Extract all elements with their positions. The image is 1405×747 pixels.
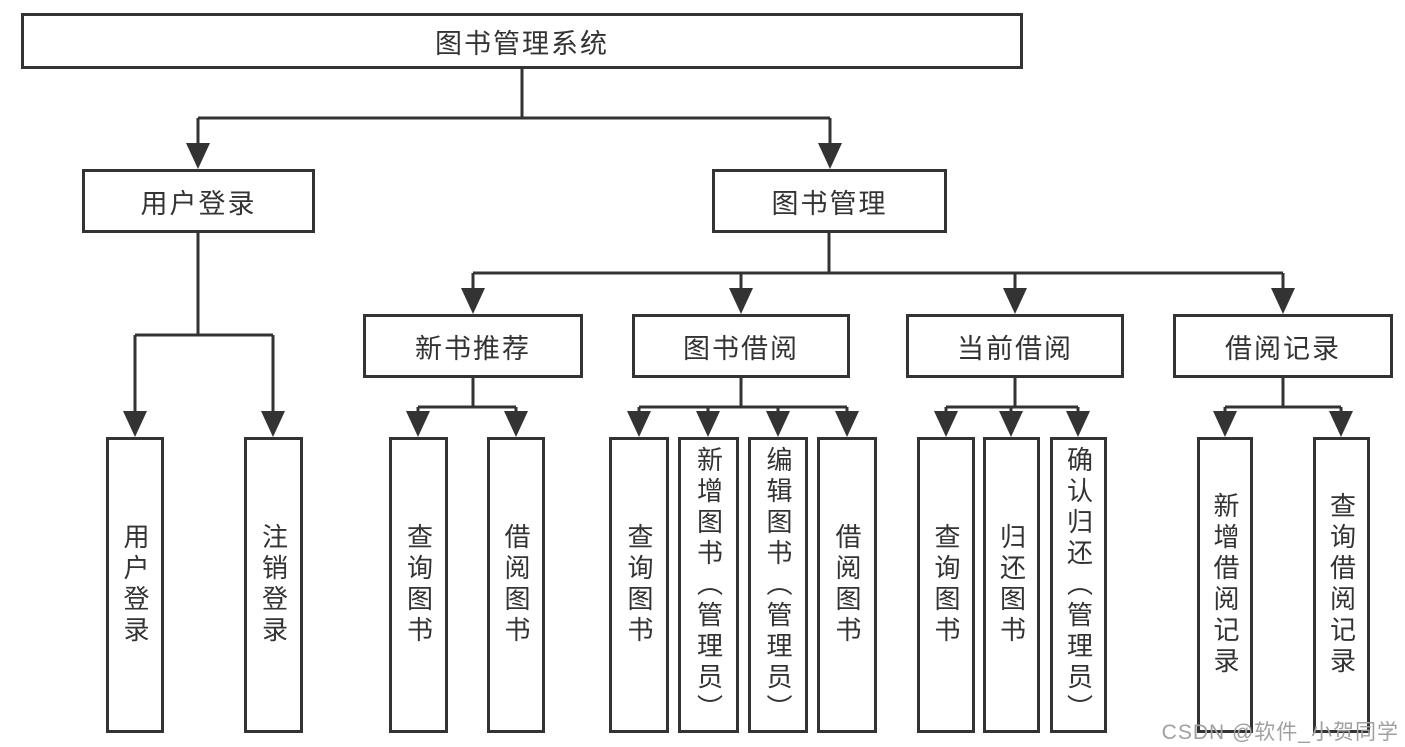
leaf-label: 借阅图书 [501, 523, 531, 647]
leaf-query-book-3: 查询图书 [917, 437, 975, 733]
csdn-watermark: CSDN @软件_小贺同学 [1161, 721, 1399, 744]
leaf-query-book-2: 查询图书 [609, 437, 669, 733]
node-user-login: 用户登录 [82, 169, 315, 233]
leaf-label: 查询图书 [931, 523, 961, 647]
node-book-management: 图书管理 [712, 169, 947, 233]
leaf-label: 查询图书 [624, 523, 654, 647]
leaf-confirm-return-admin: 确认归还（管理员） [1050, 437, 1107, 733]
leaf-label: 归还图书 [996, 523, 1027, 647]
leaf-label: 用户登录 [120, 523, 150, 647]
arrowheads [123, 143, 1353, 437]
leaf-label: 确认归还（管理员） [1063, 445, 1094, 725]
node-library-management-system: 图书管理系统 [21, 13, 1023, 69]
node-current-borrowing: 当前借阅 [906, 314, 1124, 378]
leaf-add-borrow-record: 新增借阅记录 [1197, 437, 1253, 733]
leaf-label: 新增图书（管理员） [693, 445, 724, 725]
leaf-edit-book-admin: 编辑图书（管理员） [748, 437, 808, 733]
leaf-label: 查询图书 [403, 523, 434, 647]
leaf-user-login: 用户登录 [106, 437, 164, 733]
leaf-query-book-1: 查询图书 [389, 437, 448, 733]
leaf-label: 注销登录 [258, 523, 289, 647]
node-book-borrowing: 图书借阅 [632, 314, 850, 378]
leaf-borrow-book-2: 借阅图书 [817, 437, 877, 733]
leaf-label: 借阅图书 [832, 523, 862, 647]
leaf-logout: 注销登录 [244, 437, 303, 733]
leaf-query-borrow-record: 查询借阅记录 [1313, 437, 1370, 733]
node-borrowing-records: 借阅记录 [1173, 314, 1393, 378]
leaf-return-book: 归还图书 [983, 437, 1040, 733]
leaf-label: 查询借阅记录 [1326, 492, 1357, 678]
leaf-borrow-book-1: 借阅图书 [487, 437, 545, 733]
leaf-add-book-admin: 新增图书（管理员） [678, 437, 739, 733]
node-new-book-recommend: 新书推荐 [363, 314, 583, 378]
leaf-label: 编辑图书（管理员） [763, 445, 793, 725]
leaf-label: 新增借阅记录 [1210, 492, 1240, 678]
